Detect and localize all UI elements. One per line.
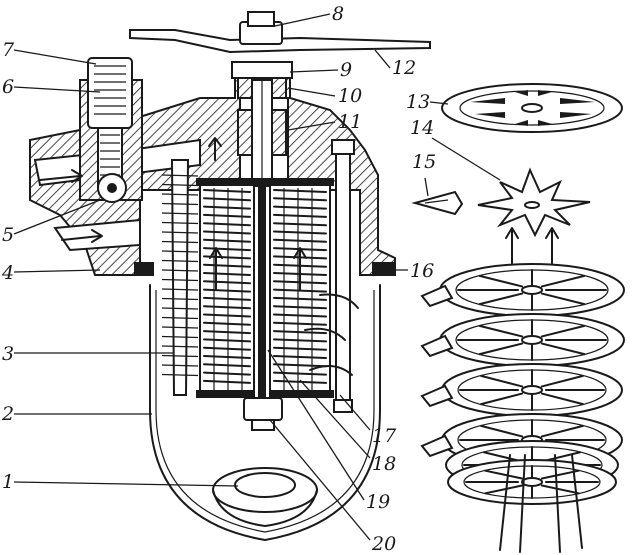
scraper-15 <box>411 190 464 216</box>
sediment-cup <box>212 467 318 527</box>
leader-lines <box>13 13 501 541</box>
plate-13 <box>441 83 623 133</box>
spindle-seal <box>231 61 293 191</box>
filter-stack <box>196 178 334 431</box>
star-spacer-14 <box>477 167 591 238</box>
callout-4: 4 <box>1 262 14 284</box>
callout-3: 3 <box>2 343 14 365</box>
callout-11: 11 <box>338 111 362 133</box>
callout-9: 9 <box>340 59 352 81</box>
callout-12: 12 <box>392 57 416 79</box>
callout-14: 14 <box>410 117 434 139</box>
callout-16: 16 <box>410 260 434 282</box>
callout-5: 5 <box>2 224 14 246</box>
callout-8: 8 <box>332 3 344 25</box>
scraper-rod <box>161 159 199 396</box>
callout-7: 7 <box>2 39 15 61</box>
callout-1: 1 <box>2 471 14 493</box>
cleaning-handle <box>129 11 431 54</box>
exploded-stack <box>420 263 625 553</box>
tie-rod <box>331 139 355 413</box>
callout-15: 15 <box>412 151 436 173</box>
relief-valve <box>79 57 143 203</box>
flow-arrows <box>39 137 359 376</box>
callout-18: 18 <box>372 453 396 475</box>
callout-10: 10 <box>338 85 362 107</box>
callout-13: 13 <box>406 91 430 113</box>
callout-6: 6 <box>2 76 14 98</box>
filter-bowl <box>149 284 381 541</box>
callout-labels: 1 2 3 4 5 6 7 8 9 10 11 12 13 14 15 16 1… <box>1 3 436 555</box>
gasket-right <box>372 262 394 276</box>
callout-2: 2 <box>1 403 14 425</box>
callout-19: 19 <box>366 491 390 513</box>
gasket-left <box>134 262 154 276</box>
callout-20: 20 <box>371 533 396 555</box>
callout-17: 17 <box>372 425 397 447</box>
